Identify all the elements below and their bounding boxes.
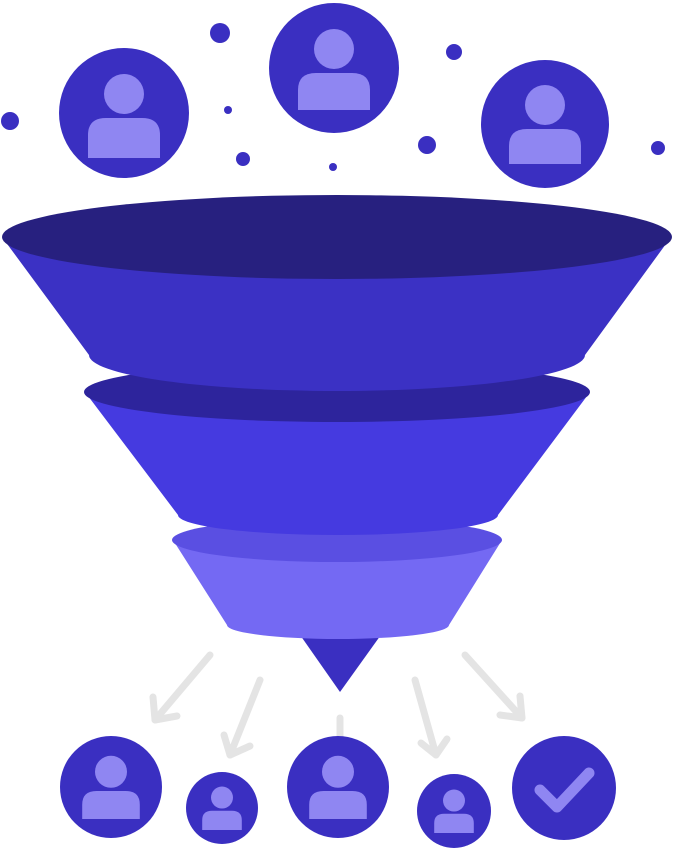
decorative-dots <box>1 23 665 171</box>
outgoing-user-1 <box>60 736 162 838</box>
dot <box>329 163 337 171</box>
incoming-user-2 <box>269 3 399 133</box>
check-icon <box>534 767 595 813</box>
funnel <box>2 195 672 692</box>
outgoing-user-4 <box>417 774 491 848</box>
user-icon <box>202 786 242 830</box>
dot <box>224 106 232 114</box>
arrow-down-icon <box>149 651 214 724</box>
arrow-down-icon <box>411 676 451 759</box>
funnel-tip <box>298 632 383 692</box>
dot <box>210 23 230 43</box>
user-icon <box>309 755 367 819</box>
user-icon <box>88 74 160 158</box>
funnel-section-middle <box>85 392 590 535</box>
dot <box>418 136 436 154</box>
user-icon <box>82 755 140 819</box>
dot <box>236 152 250 166</box>
outgoing-check <box>512 736 616 840</box>
user-icon <box>509 85 581 164</box>
arrow-down-icon <box>461 651 526 722</box>
arrow-down-icon <box>220 676 264 759</box>
dot <box>446 44 462 60</box>
funnel-section-top-rim <box>2 195 672 279</box>
arrows <box>149 651 526 759</box>
dot <box>1 112 19 130</box>
user-icon <box>298 29 370 110</box>
outgoing-user-3 <box>287 736 389 838</box>
funnel-section-bottom <box>173 540 502 639</box>
user-icon <box>434 789 474 833</box>
dot <box>651 141 665 155</box>
incoming-user-3 <box>481 60 609 188</box>
funnel-section-top <box>2 237 671 391</box>
incoming-user-1 <box>59 48 189 178</box>
outgoing-user-2 <box>186 772 258 844</box>
